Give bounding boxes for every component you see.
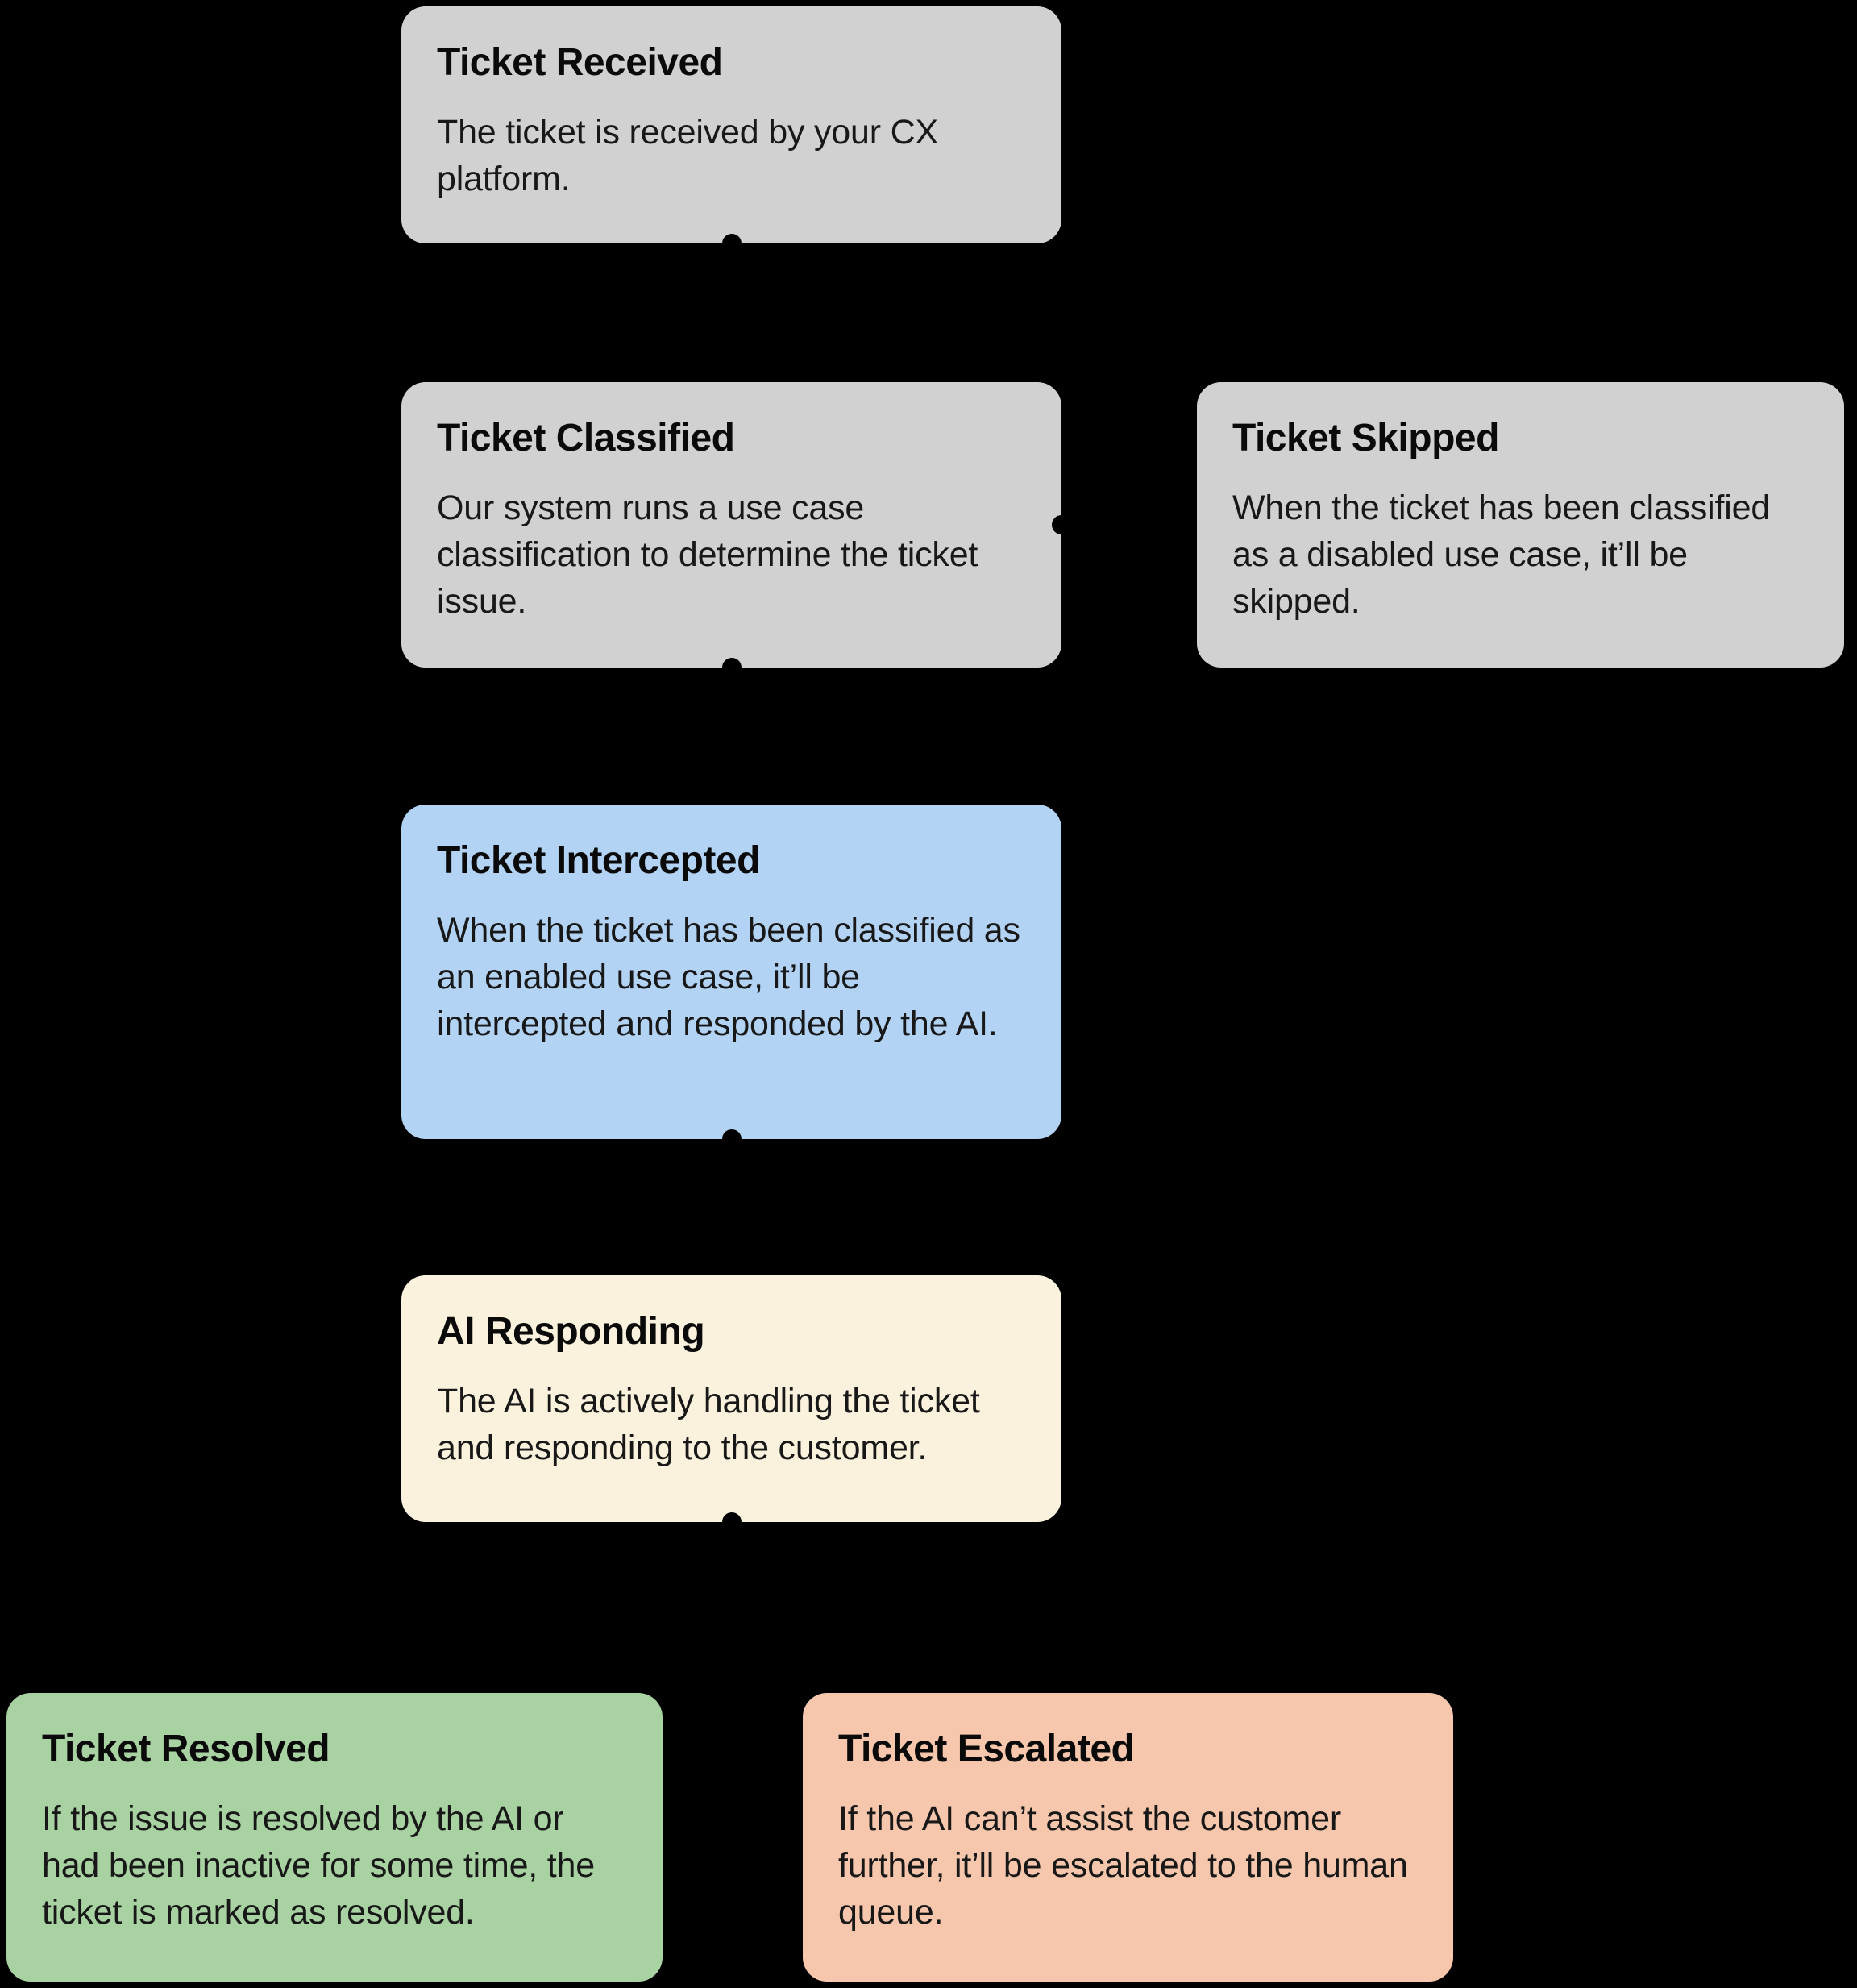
node-title: Ticket Classified [437,417,735,460]
node-description: If the AI can’t assist the customer furt… [838,1799,1408,1932]
node-ticket-escalated[interactable]: Ticket Escalated If the AI can’t assist … [803,1693,1453,1982]
node-ai-responding[interactable]: AI Responding The AI is actively handlin… [401,1275,1061,1532]
node-title: Ticket Resolved [42,1728,330,1770]
node-description: Our system runs a use case classificatio… [437,489,978,622]
node-description: If the issue is resolved by the AI or ha… [42,1799,595,1932]
node-title: Ticket Intercepted [437,839,760,882]
node-description: The ticket is received by your CX platfo… [437,113,938,199]
connection-handle-icon[interactable] [721,1512,742,1532]
node-ticket-classified[interactable]: Ticket Classified Our system runs a use … [401,382,1071,677]
node-description: When the ticket has been classified as a… [1232,489,1771,622]
node-title: AI Responding [437,1310,705,1353]
connection-handle-icon[interactable] [721,234,742,253]
node-ticket-intercepted[interactable]: Ticket Intercepted When the ticket has b… [401,805,1061,1149]
node-ticket-received[interactable]: Ticket Received The ticket is received b… [401,6,1061,253]
node-ticket-resolved[interactable]: Ticket Resolved If the issue is resolved… [6,1693,663,1982]
connection-handle-icon[interactable] [721,658,742,677]
node-title: Ticket Received [437,41,723,84]
node-description: When the ticket has been classified as a… [437,911,1020,1044]
connection-handle-icon[interactable] [1052,515,1071,534]
connection-handle-icon[interactable] [721,1129,742,1149]
node-title: Ticket Skipped [1232,417,1499,460]
node-title: Ticket Escalated [838,1728,1135,1770]
node-description: The AI is actively handling the ticket a… [437,1382,980,1468]
node-ticket-skipped[interactable]: Ticket Skipped When the ticket has been … [1197,382,1844,668]
